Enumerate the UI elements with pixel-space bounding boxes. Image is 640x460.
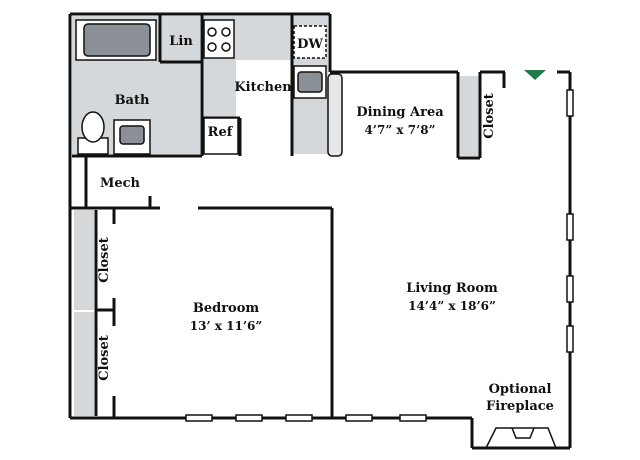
room-dim-bedroom: 13’ x 11’6”: [190, 319, 263, 333]
room-dim-dining: 4’7” x 7’8”: [364, 123, 435, 137]
room-label-mech: Mech: [100, 176, 141, 191]
room-label-dw: DW: [297, 37, 323, 52]
fireplace-label-line1: Optional: [489, 382, 552, 397]
room-label-living: Living Room: [406, 281, 498, 296]
room-label-dining: Dining Area: [356, 105, 444, 120]
kitchen-open-floor: [236, 60, 292, 154]
room-label-kitchen: Kitchen: [234, 80, 292, 95]
fixtures: [75, 19, 557, 449]
room-label-lin: Lin: [169, 34, 193, 49]
windows: [185, 89, 574, 422]
room-label-closet-dining: Closet: [482, 93, 497, 139]
bathtub-basin: [83, 23, 151, 57]
room-label-closet-lower: Closet: [97, 335, 112, 381]
bedroom-closet-lower-floor: [74, 312, 94, 416]
room-dim-living: 14’4” x 18’6”: [408, 299, 496, 313]
bedroom-closet-upper-floor: [74, 210, 94, 310]
walls: [68, 12, 572, 450]
room-label-closet-upper: Closet: [97, 237, 112, 283]
room-label-bath: Bath: [115, 93, 150, 108]
room-label-bedroom: Bedroom: [193, 301, 260, 316]
stove: [203, 19, 235, 59]
fireplace-label-line2: Fireplace: [486, 399, 554, 414]
dining-closet-floor: [460, 76, 480, 156]
refrigerator: [203, 117, 239, 155]
fireplace-outline: [485, 427, 557, 449]
dishwasher: [293, 25, 327, 59]
counter-edge: [327, 73, 343, 157]
room-label-ref: Ref: [208, 125, 234, 140]
north-arrow-icon: [524, 70, 546, 80]
toilet-bowl: [81, 111, 105, 143]
